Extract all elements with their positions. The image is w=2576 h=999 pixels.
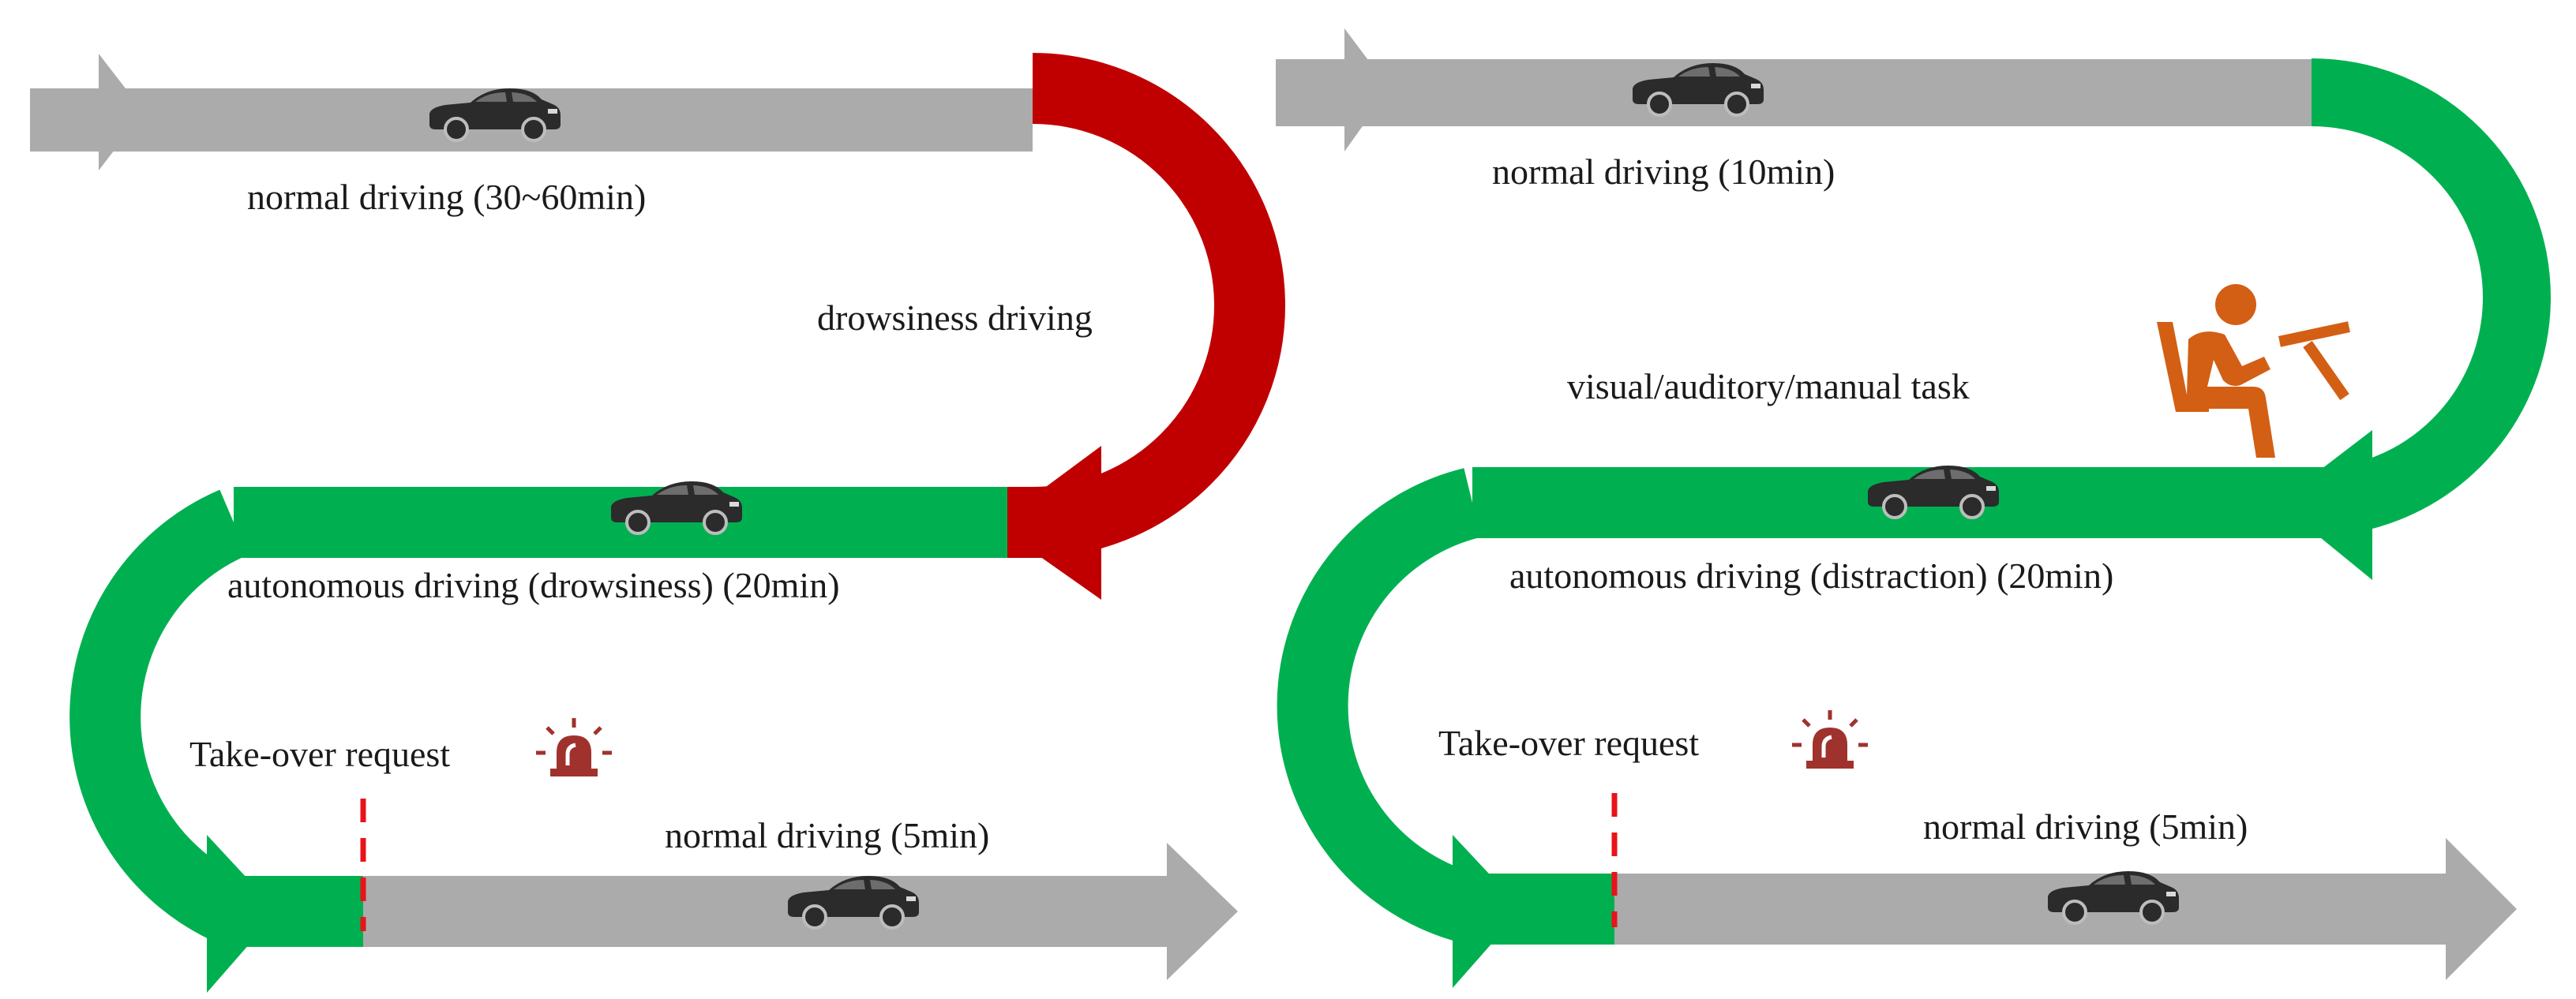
right-autonomous-arrowhead <box>1453 835 1522 988</box>
siren-icon <box>536 718 612 776</box>
siren-icon <box>1792 710 1868 769</box>
right-takeover-label: Take-over request <box>1438 723 1699 763</box>
left-autonomous-arrowhead <box>207 835 278 993</box>
right-task-curve <box>2311 58 2551 537</box>
right-normal-end-bar <box>1614 874 2455 945</box>
left-takeover-label: Take-over request <box>189 734 450 774</box>
left-drowsy-arrowhead <box>995 446 1101 600</box>
left-autonomous-label: autonomous driving (drowsiness) (20min) <box>227 565 840 605</box>
left-normal-end-bar <box>363 876 1176 947</box>
left-normal-end-label: normal driving (5min) <box>665 815 989 855</box>
right-normal-start-label: normal driving (10min) <box>1492 152 1835 192</box>
right-autonomous-curve <box>1277 468 1482 944</box>
right-panel: normal driving (10min) visual/auditory/m… <box>1276 28 2551 988</box>
left-normal-end-arrowhead <box>1167 843 1238 980</box>
left-autonomous-curve <box>69 489 249 945</box>
right-autonomous-label: autonomous driving (distraction) (20min) <box>1509 556 2113 596</box>
right-task-label: visual/auditory/manual task <box>1567 366 1970 406</box>
left-panel: normal driving (30~60min) drowsiness dri… <box>30 53 1285 993</box>
left-drowsy-label: drowsiness driving <box>817 297 1093 338</box>
right-normal-end-label: normal driving (5min) <box>1923 806 2248 847</box>
right-normal-start-bar <box>1276 59 2312 126</box>
seated-person-task-icon <box>2157 284 2350 458</box>
left-drowsy-curve <box>1032 53 1285 558</box>
left-normal-start-label: normal driving (30~60min) <box>247 177 646 217</box>
right-normal-end-arrowhead <box>2446 838 2517 980</box>
